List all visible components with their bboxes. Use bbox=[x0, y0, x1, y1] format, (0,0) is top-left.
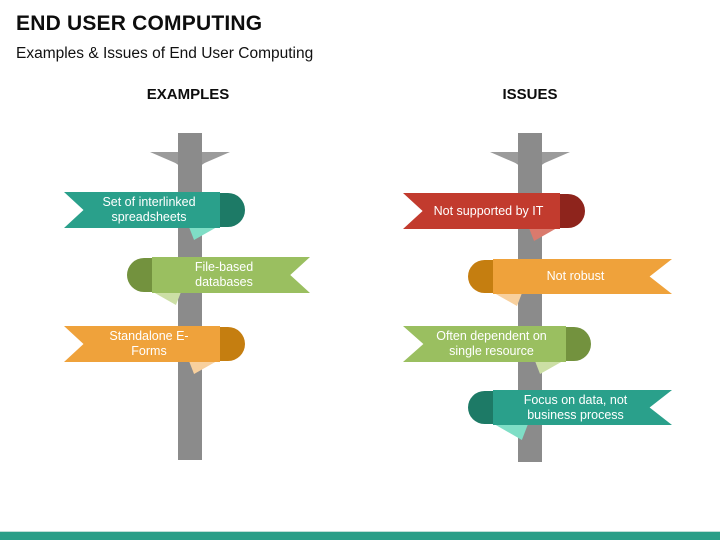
signpost-pole bbox=[178, 133, 202, 460]
banner-label: Focus on data, not business process bbox=[523, 392, 628, 422]
banner-label: Not supported by IT bbox=[433, 203, 544, 218]
issues-column-header: ISSUES bbox=[502, 86, 558, 103]
banner-ribbon: Not supported by IT bbox=[403, 193, 560, 229]
banner-label: Standalone E-Forms bbox=[109, 329, 189, 358]
example-banner-eforms: Standalone E-Forms bbox=[64, 326, 245, 374]
examples-column-header: EXAMPLES bbox=[146, 86, 230, 103]
banner-label: File-based databases bbox=[194, 260, 254, 289]
banner-ribbon: File-based databases bbox=[152, 257, 310, 293]
banner-label: Set of interlinked spreadsheets bbox=[102, 195, 196, 224]
page-title: END USER COMPUTING bbox=[16, 12, 263, 35]
issue-banner-focus-on-data: Focus on data, not business process bbox=[468, 390, 672, 440]
banner-label: Often dependent on single resource bbox=[436, 329, 547, 358]
footer-accent-bar bbox=[0, 531, 720, 540]
banner-ribbon: Set of interlinked spreadsheets bbox=[64, 192, 220, 228]
banner-ribbon: Focus on data, not business process bbox=[493, 390, 672, 425]
page-subtitle: Examples & Issues of End User Computing bbox=[16, 45, 314, 62]
issue-banner-not-supported: Not supported by IT bbox=[403, 193, 585, 241]
issue-banner-single-resource: Often dependent on single resource bbox=[403, 326, 591, 374]
banner-label: Not robust bbox=[546, 269, 605, 284]
issue-banner-not-robust: Not robust bbox=[468, 259, 672, 306]
banner-ribbon: Often dependent on single resource bbox=[403, 326, 566, 362]
example-banner-databases: File-based databases bbox=[127, 257, 310, 305]
example-banner-spreadsheets: Set of interlinked spreadsheets bbox=[64, 192, 245, 240]
banner-ribbon: Standalone E-Forms bbox=[64, 326, 220, 362]
banner-ribbon: Not robust bbox=[493, 259, 672, 294]
ribbon-fold-icon bbox=[153, 292, 181, 305]
